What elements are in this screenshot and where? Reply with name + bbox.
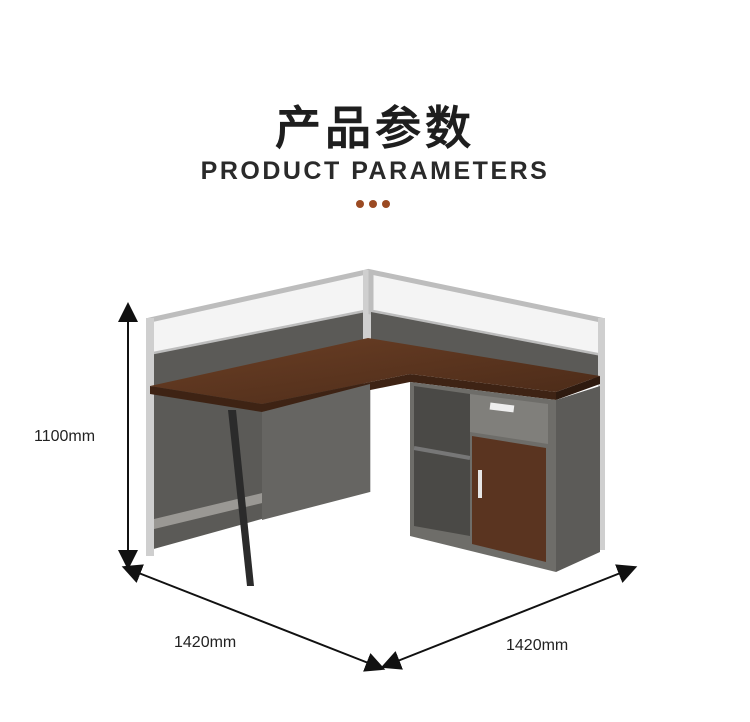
width-left-arrow	[121, 564, 386, 672]
page-title-en: PRODUCT PARAMETERS	[200, 157, 550, 185]
desk-leg	[228, 410, 254, 586]
modesty-panel	[262, 384, 370, 520]
pedestal-cabinet	[410, 382, 600, 572]
dot-icon	[356, 200, 364, 208]
dot-icon	[382, 200, 390, 208]
dot-icon	[369, 200, 377, 208]
width-right-arrow	[380, 564, 638, 670]
height-label: 1100mm	[34, 428, 96, 445]
decorative-dots	[356, 200, 390, 208]
right-partition	[368, 268, 605, 550]
page-title-cn: 产品参数	[275, 101, 475, 155]
width-right-label: 1420mm	[506, 637, 569, 654]
width-left-label: 1420mm	[174, 634, 237, 651]
